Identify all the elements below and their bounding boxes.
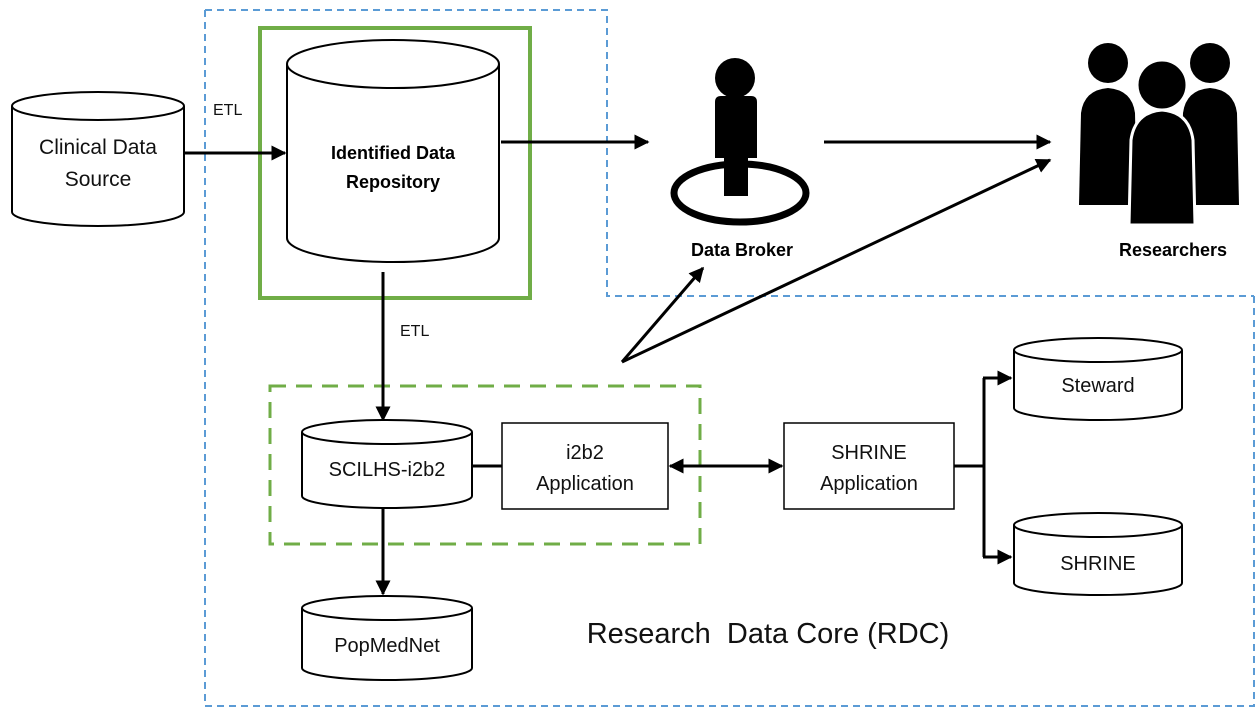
etl-label-down: ETL: [400, 323, 429, 340]
shrine-app-label-2: Application: [820, 473, 918, 495]
i2b2-app-label-2: Application: [536, 473, 634, 495]
identified-repo-label-2: Repository: [346, 172, 440, 192]
i2b2-application-box: [501, 422, 669, 510]
shrine-application-box: [783, 422, 955, 510]
identified-repo-cylinder: Identified Data Repository: [286, 39, 500, 263]
clinical-data-source-cylinder: Clinical Data Source: [11, 91, 185, 227]
steward-cylinder: Steward: [1013, 337, 1183, 421]
shrine-app-label-1: SHRINE: [831, 442, 907, 464]
etl-label-top: ETL: [213, 102, 242, 119]
rdc-label: Research Data Core (RDC): [587, 618, 950, 650]
data-broker-label: Data Broker: [691, 240, 793, 260]
clinical-source-label-2: Source: [65, 168, 132, 191]
clinical-source-label-1: Clinical Data: [39, 136, 157, 159]
arrow-i2b2-broker: [620, 266, 705, 363]
popmednet-label: PopMedNet: [334, 635, 440, 657]
i2b2-app-label-1: i2b2: [566, 442, 604, 464]
data-broker-person-icon: [670, 58, 810, 226]
shrine-db-label: SHRINE: [1060, 553, 1136, 575]
identified-repo-label-1: Identified Data: [331, 143, 456, 163]
steward-label: Steward: [1061, 375, 1134, 397]
shrine-db-cylinder: SHRINE: [1013, 512, 1183, 596]
rdc-boundary: [204, 9, 1255, 707]
scilhs-label: SCILHS-i2b2: [329, 459, 446, 481]
arrow-i2b2-researchers: [621, 158, 1052, 364]
scilhs-i2b2-cylinder: SCILHS-i2b2: [301, 419, 473, 509]
identified-repo-frame: [258, 26, 532, 300]
popmednet-cylinder: PopMedNet: [301, 595, 473, 681]
researchers-group-icon: [1079, 43, 1239, 227]
researchers-label: Researchers: [1119, 240, 1227, 260]
